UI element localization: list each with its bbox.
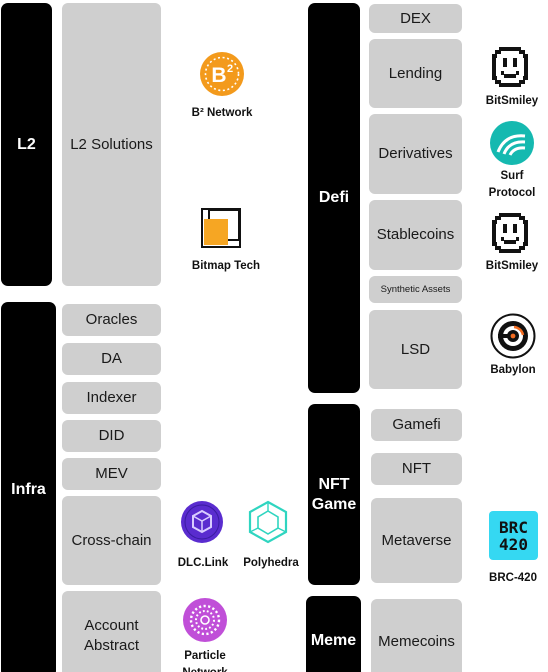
- subcategory-memecoins: Memecoins: [371, 599, 462, 672]
- category-infra: Infra: [1, 302, 56, 672]
- project-particle-network-label: Particle Network: [182, 650, 227, 672]
- subcategory-did: DID: [62, 420, 161, 452]
- subcategory-da: DA: [62, 343, 161, 375]
- subcategory-cross-chain: Cross-chain: [62, 496, 161, 585]
- project-b2-network-label: B² Network: [191, 107, 253, 119]
- project-brc420-label: BRC-420: [489, 572, 537, 584]
- category-defi: Defi: [308, 3, 360, 393]
- project-surf-protocol-label: Surf Protocol: [488, 170, 536, 199]
- subcategory-oracles: Oracles: [62, 304, 161, 336]
- category-meme: Meme: [306, 596, 361, 672]
- brc420-logo-top: BRC: [499, 517, 528, 537]
- svg-text:2: 2: [227, 63, 233, 75]
- particle-network-icon: [183, 598, 227, 642]
- subcategory-dex: DEX: [369, 4, 462, 33]
- subcategory-derivatives: Derivatives: [369, 114, 462, 194]
- subcategory-synthetic-assets: Synthetic Assets: [369, 276, 462, 303]
- subcategory-lending: Lending: [369, 39, 462, 108]
- brc420-logo-bottom: 420: [499, 534, 528, 554]
- project-bitmap-tech-label: Bitmap Tech: [191, 260, 261, 272]
- subcategory-l2-solutions: L2 Solutions: [62, 3, 161, 286]
- babylon-icon: [490, 313, 536, 359]
- project-polyhedra-label: Polyhedra: [243, 557, 299, 569]
- subcategory-account-abstract: Account Abstract: [62, 591, 161, 672]
- bitcoin-b2-icon: B 2: [200, 52, 244, 96]
- surf-protocol-icon: [490, 121, 534, 165]
- subcategory-mev: MEV: [62, 458, 161, 490]
- brc420-icon: BRC 420: [489, 511, 538, 560]
- subcategory-metaverse: Metaverse: [371, 498, 462, 583]
- project-babylon-label: Babylon: [490, 364, 536, 376]
- category-l2: L2: [1, 3, 52, 286]
- category-nft-game: NFT Game: [308, 404, 360, 585]
- subcategory-nft: NFT: [371, 453, 462, 485]
- dlc-link-icon: [181, 501, 223, 543]
- subcategory-gamefi: Gamefi: [371, 409, 462, 441]
- bitmap-tech-icon: [201, 208, 241, 248]
- svg-text:B: B: [211, 64, 226, 87]
- project-bitsmiley-stablecoins-label: BitSmiley: [485, 260, 539, 272]
- bitsmiley-icon: [492, 47, 528, 87]
- subcategory-stablecoins: Stablecoins: [369, 200, 462, 270]
- subcategory-lsd: LSD: [369, 310, 462, 389]
- polyhedra-icon: [248, 500, 288, 544]
- project-dlc-link-label: DLC.Link: [177, 557, 229, 569]
- bitsmiley-icon: [492, 213, 528, 253]
- project-bitsmiley-lending-label: BitSmiley: [485, 95, 539, 107]
- subcategory-indexer: Indexer: [62, 382, 161, 414]
